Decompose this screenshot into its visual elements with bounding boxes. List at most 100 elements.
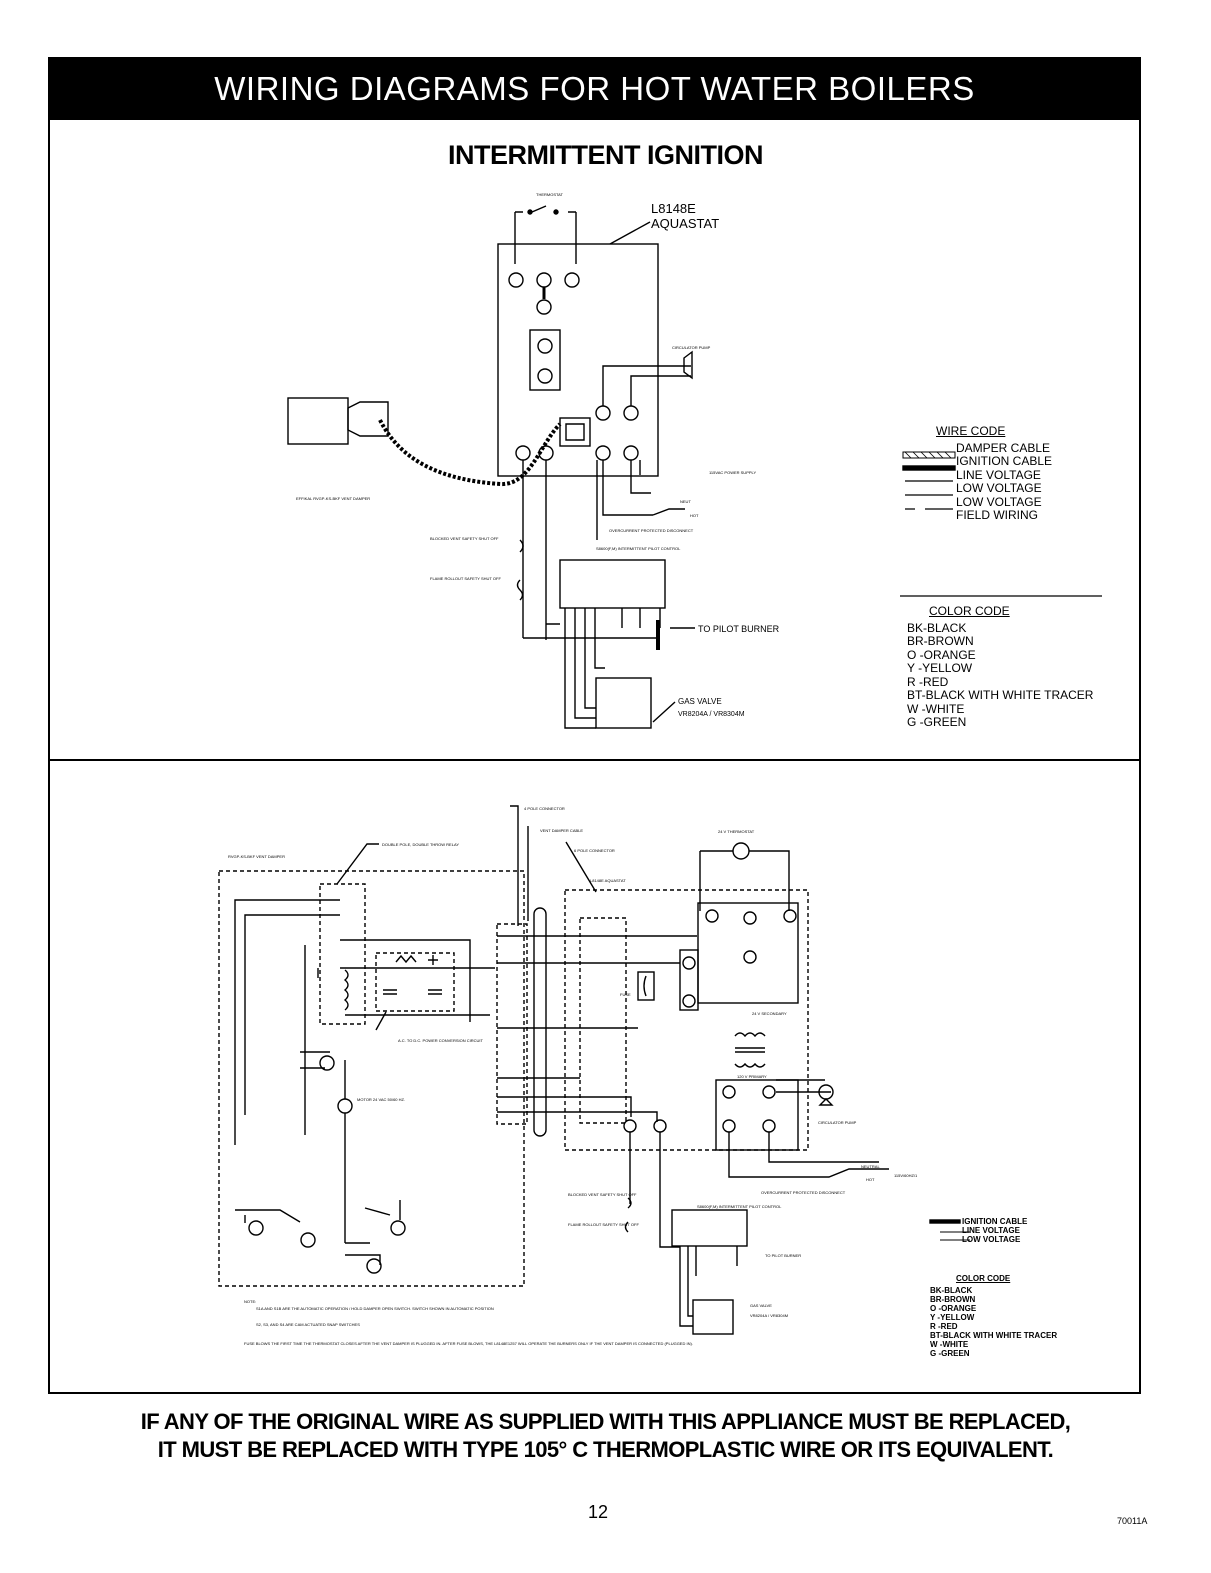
small-wire-code-item: LINE VOLTAGE xyxy=(962,1226,1020,1235)
top-gas-valve-box xyxy=(595,677,652,729)
terminal-b-bottom xyxy=(682,956,696,970)
bottom-gas-valve-label: GAS VALVE xyxy=(750,1303,772,1308)
color-code-item: Y -YELLOW xyxy=(907,661,973,675)
small-color-code-item: Y -YELLOW xyxy=(930,1313,975,1322)
wire-code-swatches xyxy=(900,451,1102,597)
bottom-aquastat-label: L8148E AQUASTAT xyxy=(590,878,626,883)
top-aquastat-box xyxy=(497,243,659,477)
color-code-item: BK-BLACK xyxy=(907,620,967,635)
bottom-flame-rollout-label: FLAME ROLLOUT SAFETY SHUT OFF xyxy=(568,1222,639,1227)
bottom-aquastat-box xyxy=(564,889,809,1151)
wire-code-item: LOW VOLTAGE xyxy=(956,494,1042,509)
switch-s1b xyxy=(300,1232,316,1248)
small-color-code-item: BR-BROWN xyxy=(930,1295,976,1304)
top-pilot-burner-label: TO PILOT BURNER xyxy=(698,624,780,634)
terminal-l2-bottom xyxy=(762,1119,776,1133)
terminal-t-bottom xyxy=(783,909,797,923)
bottom-vent-damper-enclosure xyxy=(218,870,525,1287)
terminal-t-top xyxy=(564,272,580,288)
bottom-primary-label: 120 V PRIMARY xyxy=(737,1074,767,1079)
note-1: S1A AND S1B ARE THE AUTOMATIC OPERATION … xyxy=(256,1306,494,1311)
bottom-blocked-vent-label: BLOCKED VENT SAFETY SHUT OFF xyxy=(568,1192,637,1197)
replacement-warning: IF ANY OF THE ORIGINAL WIRE AS SUPPLIED … xyxy=(0,1408,1211,1464)
top-gas-valve-label: GAS VALVE xyxy=(678,697,722,706)
top-wiring-diagram: THERMOSTAT L8148E AQUASTAT CIRCULATOR PU… xyxy=(287,192,780,729)
terminal-c1-top xyxy=(595,405,611,421)
section-title: INTERMITTENT IGNITION xyxy=(448,140,763,170)
wire-code-legend: WIRE CODE DAMPER CABLE IGNITION CABLE LI… xyxy=(936,424,1053,523)
bottom-power-label: 115V/60HZ/1 xyxy=(894,1173,918,1178)
top-aquastat-label: AQUASTAT xyxy=(651,216,719,231)
bottom-gas-valve-models: VR8204A / VR8304M xyxy=(750,1313,788,1318)
small-wire-code-legend: IGNITION CABLE LINE VOLTAGE LOW VOLTAGE xyxy=(962,1217,1027,1244)
note-2: S2, S3, AND S4 ARE CAM ACTUATED SNAP SWI… xyxy=(256,1322,360,1327)
note-3: FUSE BLOWS THE FIRST TIME THE THERMOSTAT… xyxy=(244,1341,693,1346)
top-neut-label: NEUT xyxy=(680,499,691,504)
bottom-gas-valve-box xyxy=(692,1299,734,1335)
switch-s2 xyxy=(248,1220,264,1236)
terminal-z-bottom xyxy=(743,950,757,964)
bottom-disconnect-label: OVERCURRENT PROTECTED DISCONNECT xyxy=(761,1190,846,1195)
terminal-l2-top xyxy=(623,445,639,461)
top-thermostat-label: THERMOSTAT xyxy=(536,192,564,197)
color-code-item: BR-BROWN xyxy=(907,634,974,648)
small-color-code-item: BK-BLACK xyxy=(930,1286,973,1295)
bottom-vent-damper-label: RVGP-KS-BKF VENT DAMPER xyxy=(228,854,285,859)
small-color-code-title: COLOR CODE xyxy=(956,1274,1011,1283)
small-color-code-item: O -ORANGE xyxy=(930,1304,977,1313)
wire-code-title: WIRE CODE xyxy=(936,424,1006,438)
top-pilot-control-box xyxy=(559,559,666,609)
bottom-neutral-label: NEUTRAL xyxy=(861,1164,880,1169)
wire-code-item: LINE VOLTAGE xyxy=(956,467,1041,482)
terminal-c1-bottom xyxy=(722,1085,736,1099)
bottom-connector4-label: 4 POLE CONNECTOR xyxy=(524,806,565,811)
top-flame-rollout-label: FLAME ROLLOUT SAFETY SHUT OFF xyxy=(430,576,501,581)
bottom-secondary-label: 24 V SECONDARY xyxy=(752,1011,787,1016)
terminal-tv-bottom xyxy=(705,909,719,923)
top-pilot-control-label: S8600(F,M) INTERMITTENT PILOT CONTROL xyxy=(596,546,681,551)
small-color-code-item: BT-BLACK WITH WHITE TRACER xyxy=(930,1331,1058,1340)
wire-code-item: LOW VOLTAGE xyxy=(956,481,1042,495)
top-vent-damper-box xyxy=(287,397,349,445)
terminal-b2-bottom xyxy=(653,1119,667,1133)
terminal-c2-top xyxy=(623,405,639,421)
terminal-tv-top xyxy=(508,272,524,288)
bottom-damper-cable-label: VENT DAMPER CABLE xyxy=(540,828,583,833)
bottom-fuse-label: FUSE xyxy=(620,992,631,997)
bottom-pilot-control-box xyxy=(671,1209,748,1247)
bottom-motor-label: MOTOR 24 VAC 50/60 HZ. xyxy=(357,1097,405,1102)
top-disconnect-label: OVERCURRENT PROTECTED DISCONNECT xyxy=(609,528,694,533)
bottom-motor xyxy=(337,1098,353,1114)
banner-title: WIRING DIAGRAMS FOR HOT WATER BOILERS xyxy=(48,57,1141,120)
small-color-code-item: G -GREEN xyxy=(930,1349,970,1358)
terminal-r-bottom xyxy=(682,994,696,1008)
terminal-w-top xyxy=(536,272,552,288)
color-code-legend: COLOR CODE BK-BLACK BR-BROWN O -ORANGE Y… xyxy=(907,604,1093,730)
color-code-item: R -RED xyxy=(907,674,949,689)
terminal-l1-top xyxy=(595,445,611,461)
warning-line-2: IT MUST BE REPLACED WITH TYPE 105° C THE… xyxy=(157,1437,1054,1462)
bottom-relay-label: DOUBLE POLE, DOUBLE THROW RELAY xyxy=(382,842,459,847)
wire-code-item: IGNITION CABLE xyxy=(956,454,1053,468)
switch-s4 xyxy=(366,1258,382,1274)
terminal-b1-bottom xyxy=(623,1119,637,1133)
small-color-code-item: R -RED xyxy=(930,1322,958,1331)
top-gas-valve-models: VR8204A / VR8304M xyxy=(678,711,745,718)
bottom-wiring-diagram: RVGP-KS-BKF VENT DAMPER DOUBLE POLE, DOU… xyxy=(218,805,970,1346)
top-blocked-vent-label: BLOCKED VENT SAFETY SHUT OFF xyxy=(430,536,499,541)
section-divider xyxy=(48,759,1141,761)
note-heading: NOTE: xyxy=(244,1299,256,1304)
wire-code-item: DAMPER CABLE xyxy=(956,440,1051,455)
top-aquastat-model: L8148E xyxy=(651,201,696,216)
terminal-b-top xyxy=(537,338,553,354)
top-circulator-label: CIRCULATOR PUMP xyxy=(672,345,711,350)
top-hot-label: HOT xyxy=(690,513,699,518)
warning-line-1: IF ANY OF THE ORIGINAL WIRE AS SUPPLIED … xyxy=(140,1409,1071,1434)
bottom-circulator-label: CIRCULATOR PUMP xyxy=(818,1120,857,1125)
color-code-item: W -WHITE xyxy=(907,701,965,716)
bottom-relay-box xyxy=(319,883,366,1025)
small-color-code-legend: COLOR CODE BK-BLACK BR-BROWN O -ORANGE Y… xyxy=(930,1274,1057,1358)
switch-s3 xyxy=(390,1220,406,1236)
bottom-acdc-label: A.C. TO D.C. POWER CONVERSION CIRCUIT xyxy=(398,1038,484,1043)
